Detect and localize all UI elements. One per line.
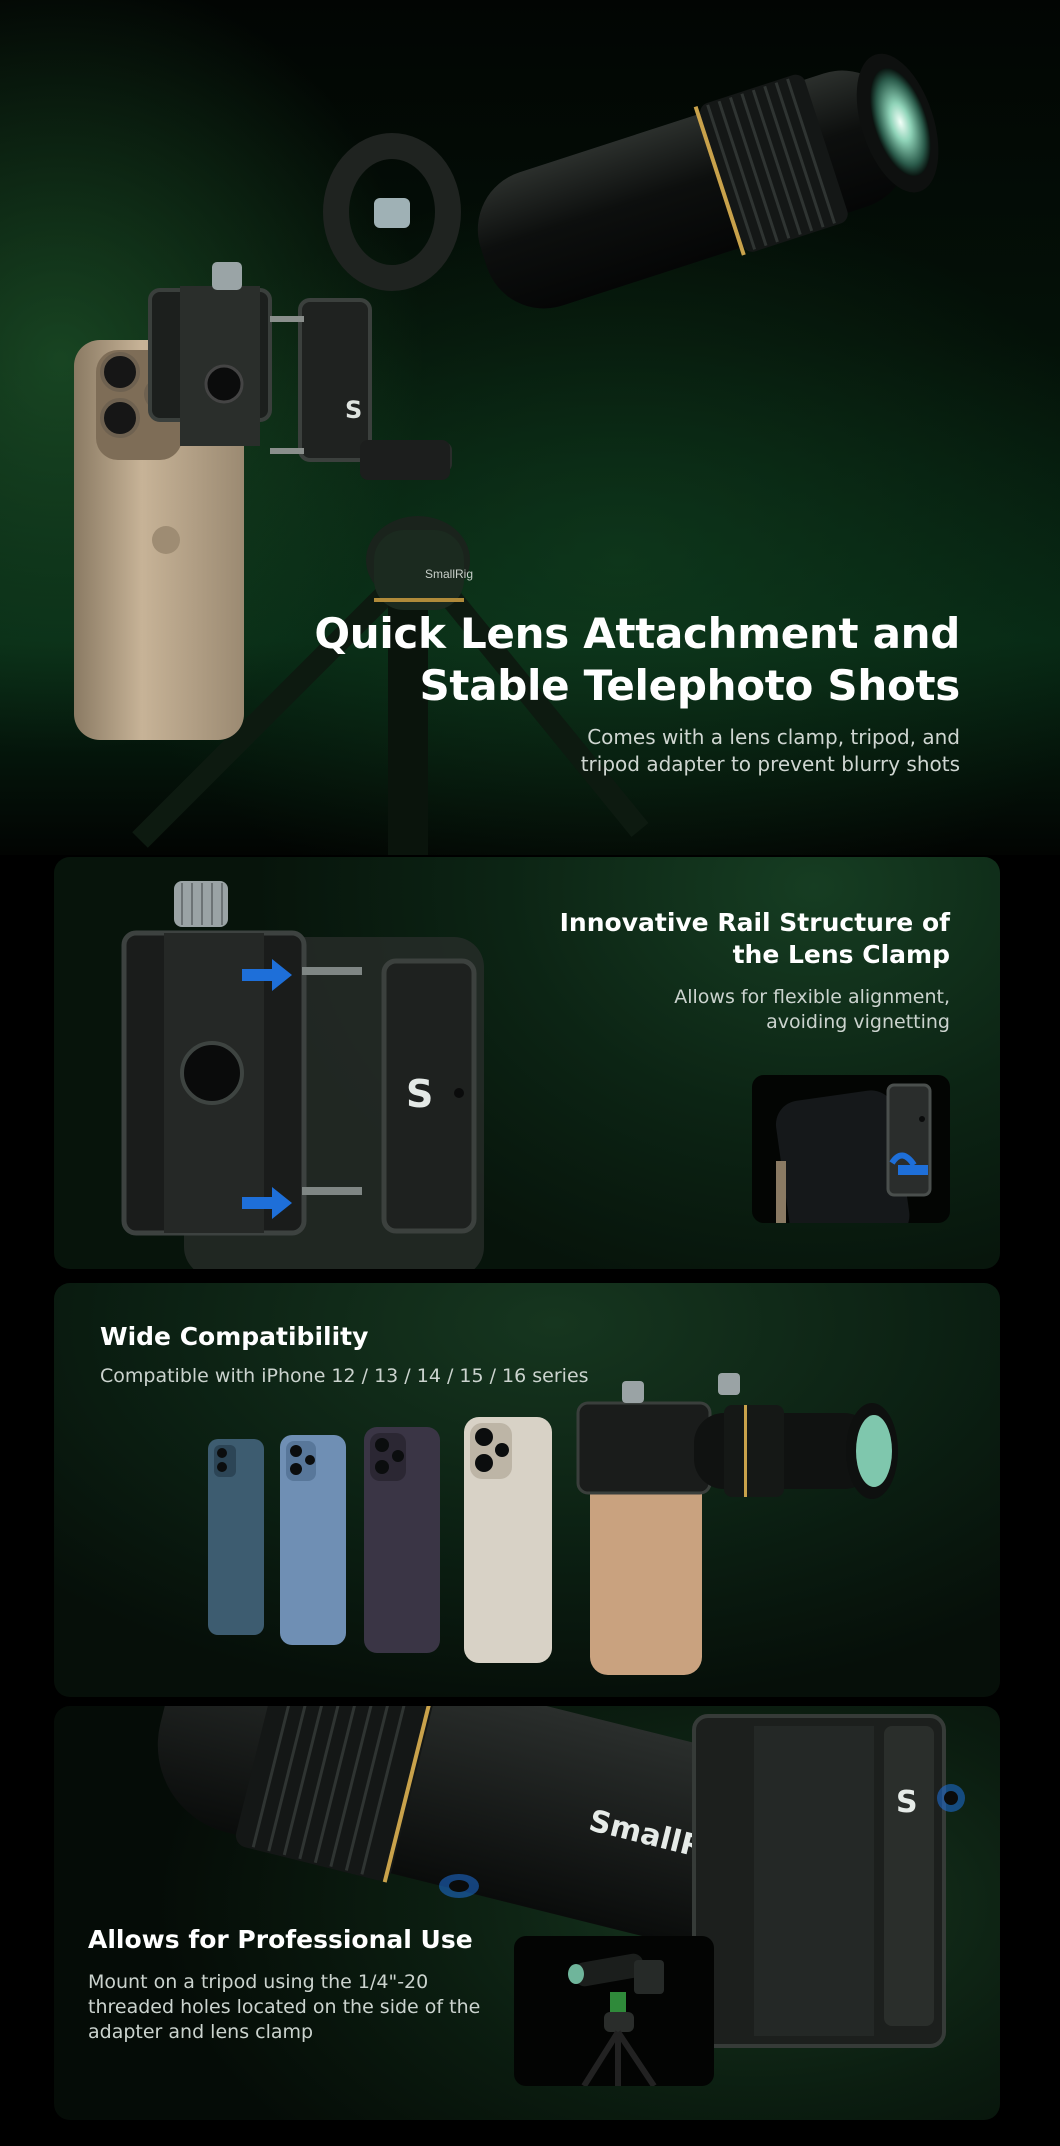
feature-description-line: adapter and lens clamp — [88, 2021, 314, 2043]
telephoto-lens-icon — [477, 53, 939, 309]
iphone-12-icon — [208, 1439, 264, 1635]
rail-clamp-illustration: S — [121, 881, 484, 1269]
clamp-detail-image — [775, 1083, 932, 1223]
feature-description-line: Allows for flexible alignment, — [674, 986, 950, 1008]
threaded-hole-icon — [439, 1874, 479, 1898]
feature-description: Allows for flexible alignment, avoiding … — [530, 985, 950, 1035]
iphone-13-icon — [280, 1435, 346, 1645]
tripod-setup-inset — [514, 1936, 714, 2086]
slide-arrow-icon — [242, 959, 292, 991]
hero-subtitle-line: tripod adapter to prevent blurry shots — [580, 752, 960, 776]
hero-product-illustration: SmallRig S — [74, 53, 939, 855]
threaded-hole-icon — [937, 1784, 965, 1812]
svg-text:S: S — [406, 1072, 433, 1116]
feature-description: Mount on a tripod using the 1/4"-20 thre… — [88, 1970, 508, 2045]
iphone-lineup-illustration — [208, 1373, 898, 1675]
feature-title-line: the Lens Clamp — [732, 940, 950, 969]
hero-title-line: Quick Lens Attachment and — [314, 609, 960, 658]
lens-body-icon: SmallRig — [157, 1706, 770, 1942]
tripod-setup-image — [568, 1953, 664, 2086]
clamp-detail-inset — [752, 1075, 950, 1223]
svg-text:S: S — [896, 1785, 918, 1820]
feature-title: Innovative Rail Structure of the Lens Cl… — [430, 907, 950, 971]
svg-text:S: S — [345, 396, 362, 424]
iphone-14-icon — [364, 1427, 440, 1653]
feature-description: Compatible with iPhone 12 / 13 / 14 / 15… — [100, 1365, 589, 1387]
feature-title-line: Innovative Rail Structure of — [559, 908, 950, 937]
hero-title-line: Stable Telephoto Shots — [419, 661, 960, 710]
iphone-15-icon — [464, 1417, 552, 1663]
hero-subtitle-line: Comes with a lens clamp, tripod, and — [587, 725, 960, 749]
feature-card-professional-use: SmallRig S Allows for Professional Use M… — [54, 1706, 1000, 2120]
feature-description-line: avoiding vignetting — [766, 1011, 950, 1033]
feature-card-rail-structure: S Innovative Rail Structure of the Lens … — [54, 857, 1000, 1269]
smallrig-logo-text: SmallRig — [425, 567, 473, 581]
tripod-mount-illustration: SmallRig S — [157, 1706, 965, 2048]
feature-title: Wide Compatibility — [100, 1322, 369, 1351]
slide-arrow-icon — [242, 1187, 292, 1219]
feature-title: Allows for Professional Use — [88, 1925, 473, 1954]
hero-section: SmallRig S — [0, 0, 1060, 855]
feature-description-line: threaded holes located on the side of th… — [88, 1996, 481, 2018]
lens-clamp-icon: S — [148, 133, 461, 480]
hero-subtitle: Comes with a lens clamp, tripod, and tri… — [440, 724, 960, 778]
iphone-16-with-lens-icon — [576, 1373, 898, 1675]
feature-card-compatibility: Wide Compatibility Compatible with iPhon… — [54, 1283, 1000, 1697]
hero-title: Quick Lens Attachment and Stable Telepho… — [240, 608, 960, 712]
feature-description-line: Mount on a tripod using the 1/4"-20 — [88, 1971, 429, 1993]
